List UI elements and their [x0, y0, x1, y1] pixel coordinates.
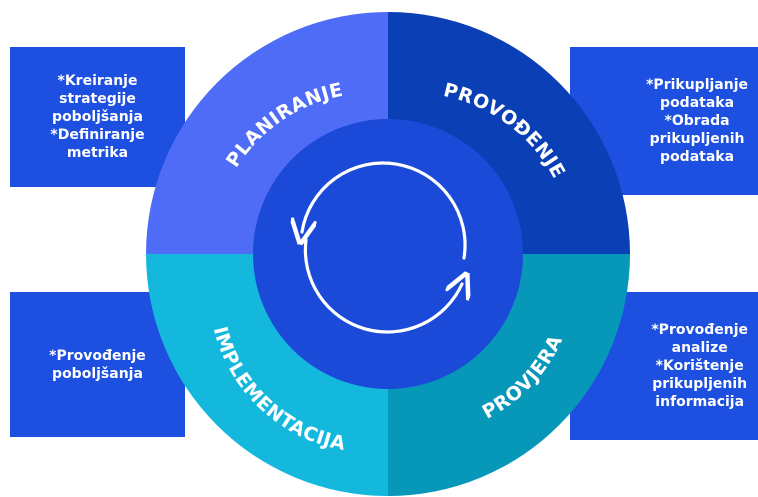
info-line: informacija	[655, 394, 745, 410]
info-line: analize	[671, 340, 728, 356]
info-line: *Definiranje	[50, 127, 145, 143]
info-line: poboljšanja	[52, 365, 143, 382]
info-box-provjera-text: *Provođenje analize *Korištenje prikuplj…	[651, 321, 748, 411]
info-box-provodenje-text: *Prikupljanje podataka *Obrada prikuplje…	[646, 76, 748, 166]
info-line: prikupljenih	[652, 376, 748, 392]
info-box-implementacija-text: *Provođenje poboljšanja	[49, 347, 146, 383]
info-line: prikupljenih	[649, 131, 745, 147]
cycle-arrow-lower	[303, 238, 462, 334]
info-line: podataka	[660, 95, 735, 111]
info-box-planiranje-text: *Kreiranje strategije poboljšanja *Defin…	[50, 72, 144, 162]
info-line: *Obrada	[664, 113, 730, 129]
info-line: *Kreiranje	[57, 73, 138, 89]
info-line: strategije	[59, 91, 136, 107]
cycle-arrow-upper	[302, 161, 467, 260]
info-line: *Provođenje	[651, 322, 748, 338]
info-line: *Korištenje	[655, 358, 744, 374]
cycle-arrows-icon	[302, 161, 467, 334]
info-box-planiranje: *Kreiranje strategije poboljšanja *Defin…	[10, 47, 185, 187]
info-line: podataka	[660, 149, 735, 165]
info-line: *Prikupljanje	[646, 77, 748, 93]
info-line: poboljšanja	[52, 109, 143, 125]
info-box-provodenje: *Prikupljanje podataka *Obrada prikuplje…	[570, 47, 758, 195]
center-circle	[253, 119, 523, 389]
info-line: *Provođenje	[49, 347, 146, 364]
info-line: metrika	[66, 145, 129, 161]
